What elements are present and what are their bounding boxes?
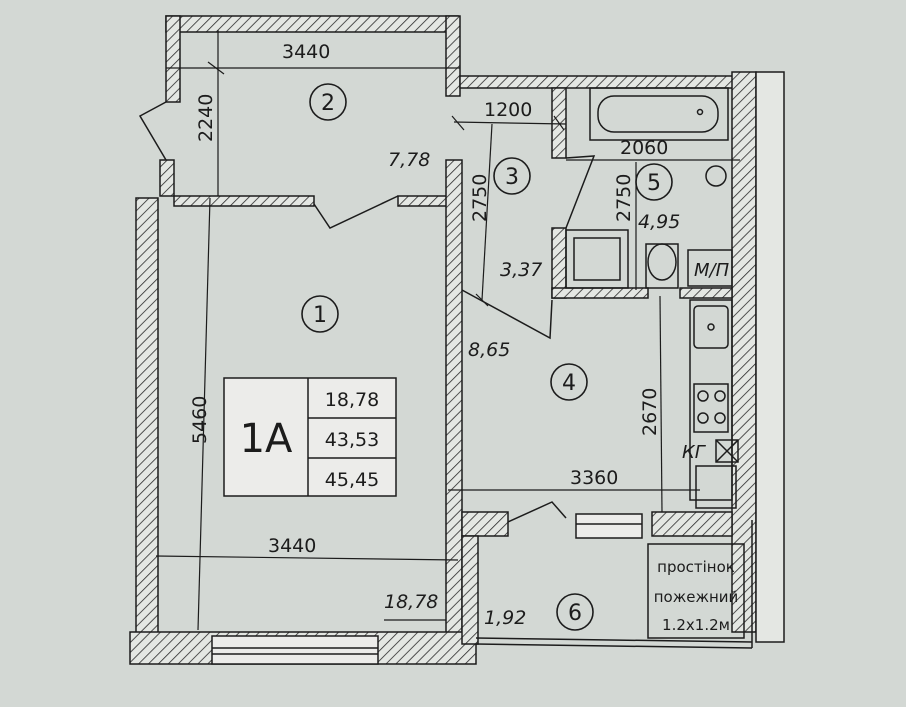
partition-label-3: 1.2х1.2м bbox=[662, 616, 730, 634]
room1-width-label: 3440 bbox=[268, 535, 316, 557]
gas-label: КГ bbox=[682, 442, 707, 463]
room-5-area: 4,95 bbox=[638, 211, 680, 233]
room-1-area: 18,78 bbox=[384, 591, 438, 613]
room-2-area: 7,78 bbox=[388, 149, 430, 171]
dimension-lines bbox=[155, 30, 740, 631]
room-5-number: 5 bbox=[647, 171, 661, 196]
partition-box bbox=[647, 543, 745, 639]
toilet bbox=[645, 243, 679, 289]
room-4-number: 4 bbox=[562, 371, 576, 396]
room-numbers: 1 2 3 4 5 6 bbox=[313, 91, 661, 626]
fixture-labels: М/П КГ простінок пожежний 1.2х1.2м bbox=[654, 260, 739, 634]
bath-width-label: 2060 bbox=[620, 137, 668, 159]
total-area: 43,53 bbox=[325, 429, 379, 451]
kitchen-width-label: 3360 bbox=[570, 467, 618, 489]
balcony-depth-label: 2240 bbox=[195, 94, 217, 142]
kitchen-depth-label: 2670 bbox=[639, 388, 661, 436]
partition-label-1: простінок bbox=[657, 558, 735, 576]
hall-depth-label: 2750 bbox=[469, 174, 491, 222]
apartment-type: 1А bbox=[240, 416, 293, 462]
dimension-labels: 3440 2240 3440 5460 1200 2750 2060 2750 … bbox=[189, 41, 668, 557]
balcony-width-label: 3440 bbox=[282, 41, 330, 63]
room-3-area: 3,37 bbox=[500, 259, 542, 281]
kitchen-counter bbox=[689, 299, 733, 501]
shaft-label: М/П bbox=[694, 260, 730, 281]
room1-depth-label: 5460 bbox=[189, 396, 211, 444]
room-4-area: 8,65 bbox=[468, 339, 510, 361]
washing-machine bbox=[565, 229, 629, 289]
living-area: 18,78 bbox=[325, 389, 379, 411]
partition-label-2: пожежний bbox=[654, 588, 739, 606]
room-2-number: 2 bbox=[321, 91, 335, 116]
shaft-box bbox=[687, 249, 733, 287]
bath-depth-label: 2750 bbox=[613, 174, 635, 222]
room-areas: 18,78 7,78 3,37 8,65 4,95 1,92 bbox=[384, 149, 680, 629]
total-with-balcony: 45,45 bbox=[325, 469, 379, 491]
doors bbox=[138, 101, 596, 523]
apartment-info: 1А 18,78 43,53 45,45 bbox=[240, 389, 380, 491]
ventilation bbox=[705, 165, 727, 187]
gas-boiler bbox=[695, 439, 739, 509]
bathtub bbox=[589, 87, 729, 141]
windows bbox=[211, 513, 753, 665]
room-3-number: 3 bbox=[505, 165, 519, 190]
room-circles bbox=[301, 83, 673, 631]
room-6-area: 1,92 bbox=[484, 607, 526, 629]
room-6-number: 6 bbox=[568, 601, 582, 626]
apartment-table bbox=[223, 377, 397, 497]
room-1-number: 1 bbox=[313, 303, 327, 328]
hall-width-label: 1200 bbox=[484, 99, 532, 121]
